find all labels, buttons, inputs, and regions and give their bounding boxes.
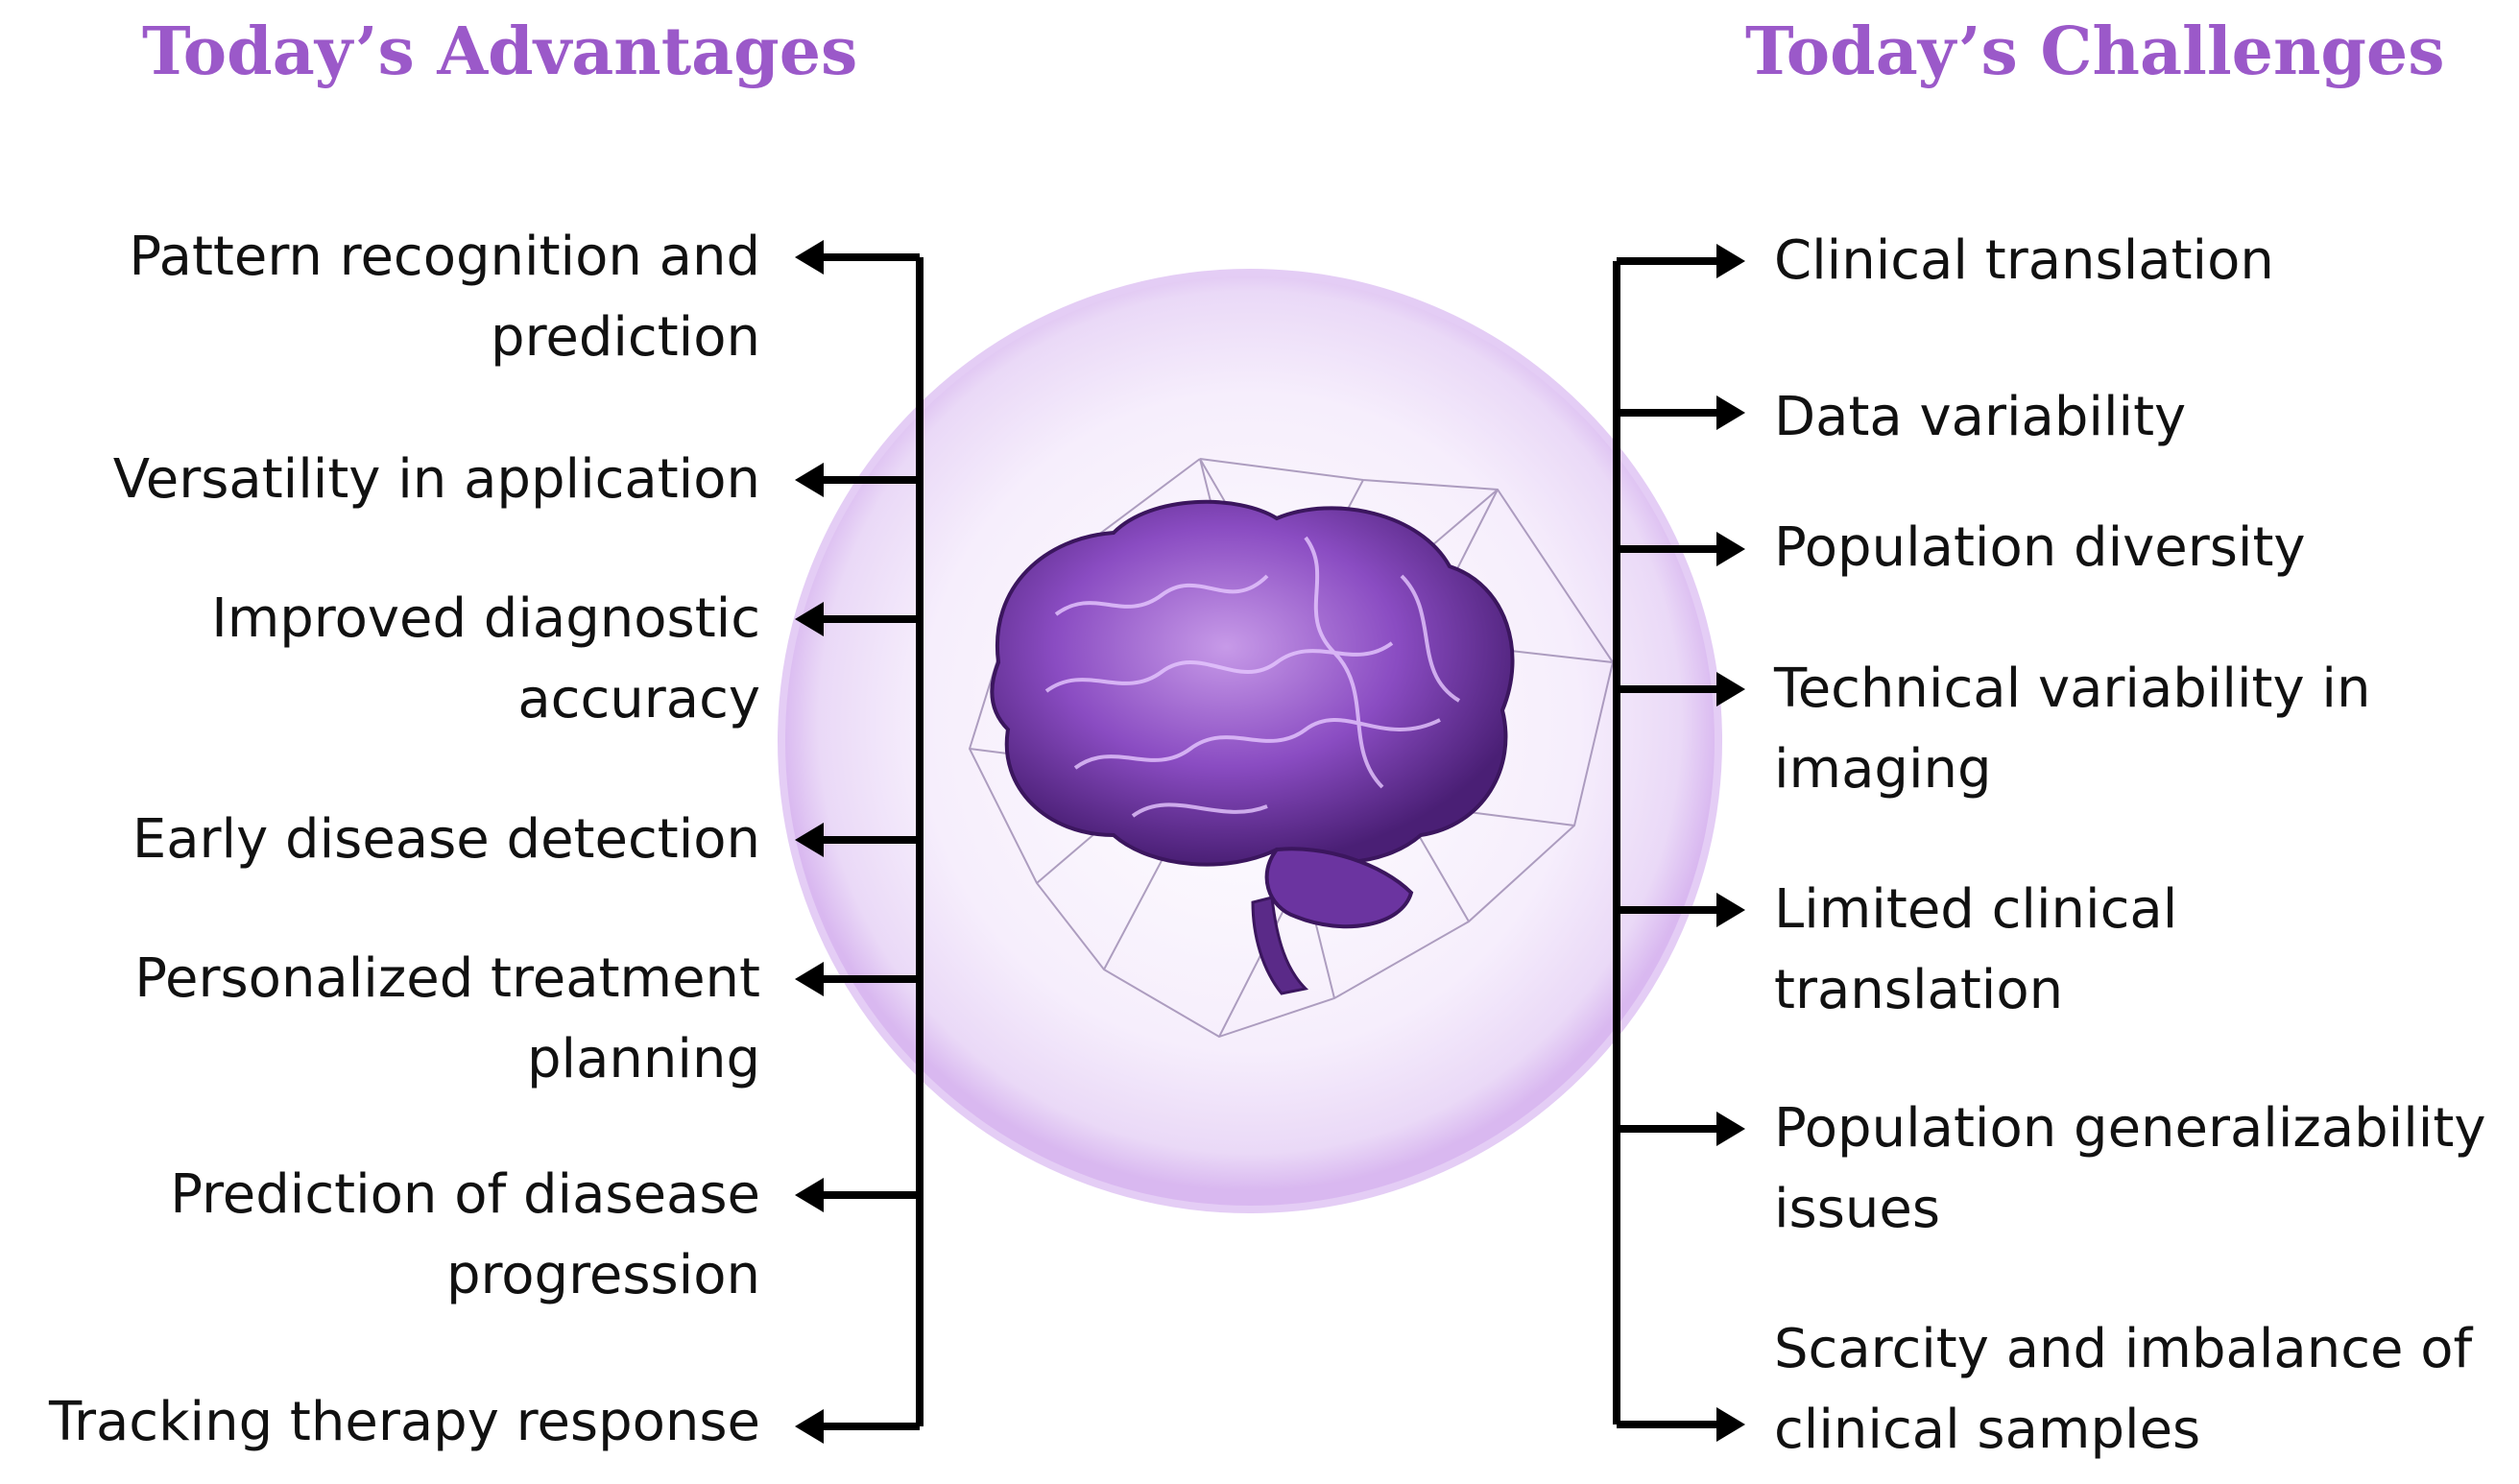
advantage-item-therapy-response: Tracking therapy response (48, 1391, 760, 1453)
challenge-item-data-variability: Data variability (1774, 386, 2187, 448)
right-arrow-icon (1716, 244, 1745, 278)
challenge-item-generalizability: Population generalizability issues (1774, 1097, 2486, 1240)
right-arrow-icon (1716, 672, 1745, 706)
advantage-item-disease-progression: Prediction of diasease progression (170, 1163, 760, 1306)
advantage-item-personalized-treatment: Personalized treatment planning (134, 947, 760, 1090)
left-arrow-icon (795, 1178, 824, 1212)
brain-icon (990, 499, 1515, 995)
challenges-arrowheads (1716, 244, 1745, 1442)
advantage-item-pattern-recognition: Pattern recognition and prediction (129, 226, 760, 369)
advantages-heading: Today’s Advantages (142, 13, 858, 90)
right-arrow-icon (1716, 395, 1745, 430)
challenge-item-limited-translation: Limited clinical translation (1774, 878, 2178, 1021)
left-arrow-icon (795, 1409, 824, 1444)
advantage-item-versatility: Versatility in application (112, 448, 760, 511)
challenge-item-technical-variability: Technical variability in imaging (1774, 658, 2371, 801)
advantage-item-early-detection: Early disease detection (132, 808, 760, 871)
advantages-connectors (818, 253, 924, 1430)
advantages-arrowheads (795, 240, 824, 1444)
left-arrow-icon (795, 602, 824, 636)
advantage-item-diagnostic-accuracy: Improved diagnostic accuracy (211, 587, 760, 730)
left-arrow-icon (795, 823, 824, 857)
challenge-item-population-diversity: Population diversity (1774, 516, 2306, 579)
left-arrow-icon (795, 962, 824, 996)
right-arrow-icon (1716, 1112, 1745, 1146)
right-arrow-icon (1716, 1407, 1745, 1442)
challenge-item-clinical-translation: Clinical translation (1774, 229, 2274, 292)
left-arrow-icon (795, 463, 824, 497)
right-arrow-icon (1716, 893, 1745, 927)
challenges-connectors (1613, 257, 1720, 1428)
left-arrow-icon (795, 240, 824, 275)
challenge-item-sample-scarcity: Scarcity and imbalance of clinical sampl… (1774, 1318, 2473, 1461)
challenges-heading: Today’s Challenges (1745, 13, 2445, 90)
right-arrow-icon (1716, 532, 1745, 566)
